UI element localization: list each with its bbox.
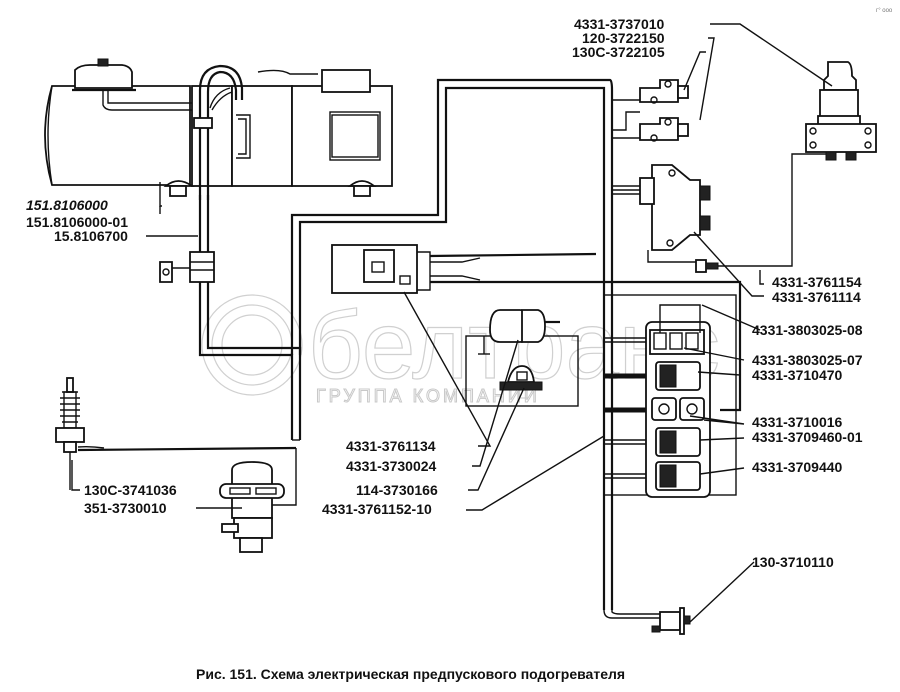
label-panel-switch-3: 4331-3709440 [752,459,843,475]
spark-plug [55,377,297,490]
label-panel-switch-2: 4331-3709460-01 [752,429,863,445]
temperature-sensor-top [695,259,719,273]
label-solenoid: 114-3730166 [356,482,438,498]
figure-caption: Рис. 151. Схема электрическая предпусков… [196,666,625,682]
heater-unit [44,58,393,200]
corner-mark: г° ооо [876,8,893,14]
heater-control-unit [612,164,711,263]
leader-lines [71,23,833,623]
control-panel [603,294,737,498]
label-heater-a: 151.8106000 [26,197,108,213]
relay-block [331,244,742,412]
label-switch-a: 120-3722150 [582,30,665,46]
label-panel-buttons: 4331-3710016 [752,414,843,430]
battery-switch-relay [700,61,877,267]
bottom-sensor [603,607,691,635]
ignition-coil [219,448,297,553]
label-relay-block: 4331-3761134 [346,438,436,454]
label-harness: 15.8106700 [54,228,128,244]
label-panel-switch-1: 4331-3710470 [752,367,843,383]
harness-heater [159,78,614,610]
watermark-subtitle: ГРУППА КОМПАНИЙ [316,385,540,406]
label-harness-main: 4331-3761152-10 [322,501,432,517]
label-unit-b: 4331-3761114 [772,289,861,305]
label-spark-plug: 130C-3741036 [84,482,177,498]
solenoid-valve [499,365,543,391]
label-ignition-coil: 351-3730010 [84,500,167,516]
label-heater-b: 151.8106000-01 [26,214,128,230]
label-sensor: 130-3710110 [752,554,834,570]
label-relay-top: 4331-3737010 [574,16,665,32]
label-panel-fuse-b: 4331-3803025-07 [752,352,863,368]
label-switch-b: 130C-3722105 [572,44,665,60]
pump-motor [465,309,579,407]
label-unit-a: 4331-3761154 [772,274,862,290]
label-panel-fuse: 4331-3803025-08 [752,322,863,338]
limit-switches [612,79,689,142]
part-labels: 151.8106000 151.8106000-01 15.8106700 13… [26,16,863,570]
label-motor: 4331-3730024 [346,458,437,474]
